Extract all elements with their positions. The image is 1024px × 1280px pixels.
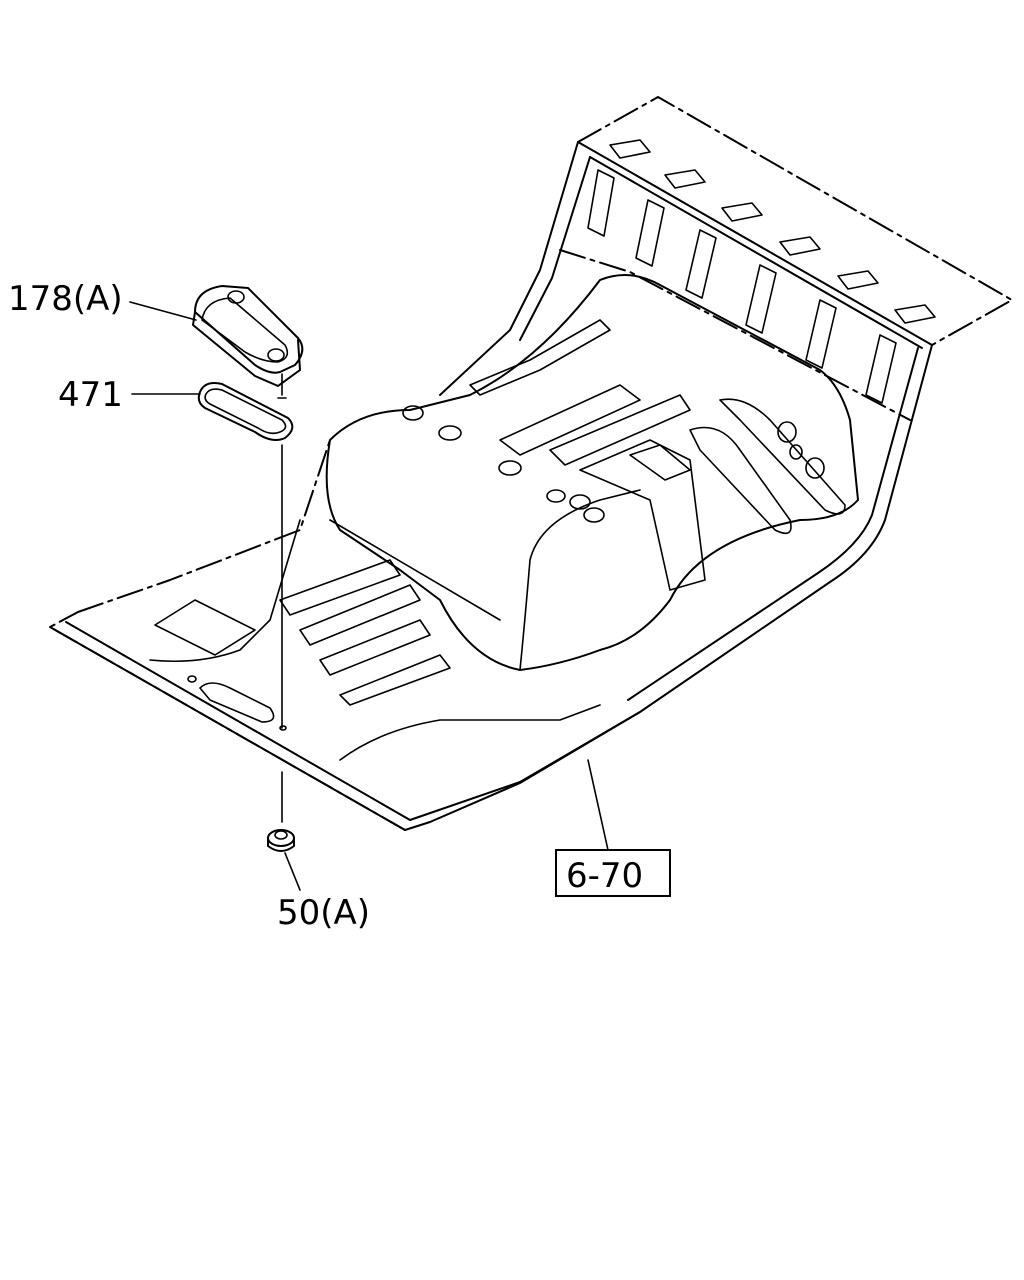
label-floor-ref: 6-70 bbox=[566, 856, 643, 896]
center-tunnel-ridge bbox=[329, 489, 641, 671]
floor-panel-rear-top-strip bbox=[577, 141, 933, 349]
gasket bbox=[197, 382, 294, 441]
label-cover: 178(A) bbox=[8, 279, 123, 319]
flange-nut bbox=[267, 829, 295, 852]
floor-ribs bbox=[149, 319, 846, 761]
leader-floor-ref bbox=[587, 759, 609, 851]
center-tunnel bbox=[325, 274, 859, 671]
floor-panel-front-strip bbox=[49, 621, 641, 831]
rear-wall-slots bbox=[587, 139, 936, 404]
label-nut: 50(A) bbox=[277, 893, 370, 933]
floor-holes bbox=[187, 405, 825, 731]
leader-cover bbox=[129, 301, 197, 321]
floor-panel-rear-wall-inner bbox=[559, 249, 911, 421]
floor-panel-rear-wall-left bbox=[439, 141, 591, 396]
floor-panel-front-edge bbox=[49, 611, 406, 831]
cover-plate bbox=[192, 285, 304, 399]
floor-panel-left-edge bbox=[77, 439, 331, 613]
label-gasket: 471 bbox=[58, 375, 123, 415]
floor-panel-right-wall-inner bbox=[627, 347, 919, 701]
floor-panel-rear-edge bbox=[577, 96, 1013, 346]
leader-nut bbox=[284, 852, 301, 891]
floor-panel bbox=[49, 96, 1013, 831]
floor-panel-right-wall bbox=[404, 344, 933, 831]
floor-ref-box: 6-70 bbox=[555, 849, 671, 897]
